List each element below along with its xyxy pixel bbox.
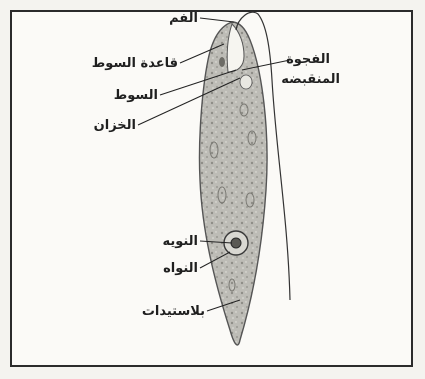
nucleolus (231, 238, 241, 248)
label-flagellum-base: قاعدة السوط (92, 56, 178, 71)
label-contractile-vacuole-2: المنقبضه (281, 72, 340, 87)
leader-mouth (200, 18, 234, 22)
label-nucleus: النواه (163, 261, 198, 276)
label-mouth: الفم (169, 11, 198, 26)
label-contractile-vacuole-1: الفجوة (286, 52, 330, 67)
label-reservoir: الخزان (94, 118, 136, 133)
contractile-vacuole (240, 75, 252, 89)
label-flagellum: السوط (114, 88, 158, 103)
eyespot (219, 57, 225, 67)
label-nucleolus: النويه (162, 234, 198, 249)
label-plastids: بلاستيدات (142, 304, 205, 319)
